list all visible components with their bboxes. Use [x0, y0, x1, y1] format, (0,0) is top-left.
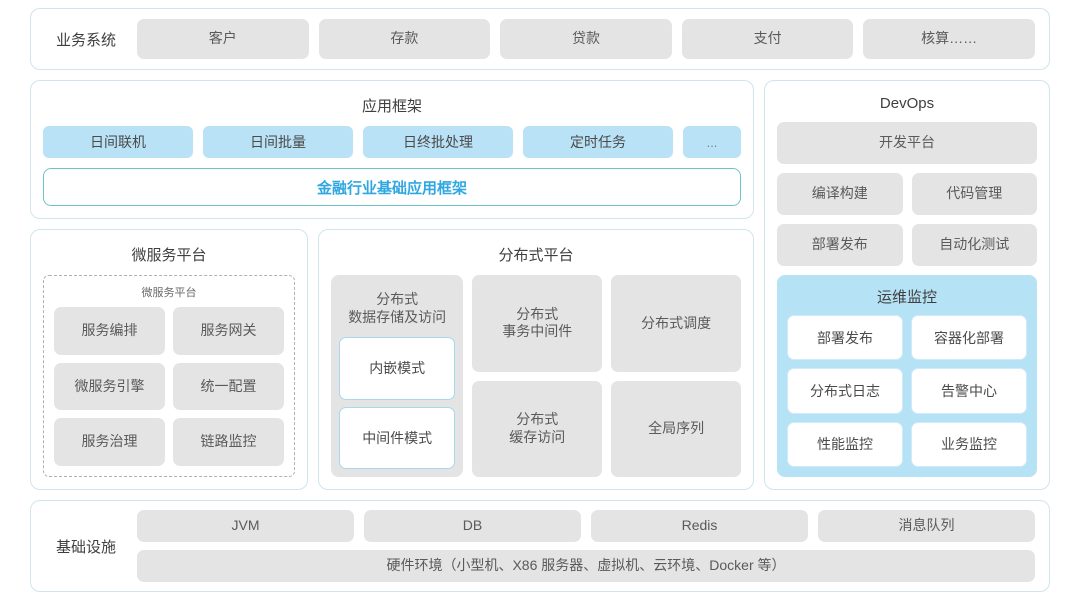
middle-section: 应用框架 日间联机 日间批量 日终批处理 定时任务 ... 金融行业基础应用框架…	[30, 80, 1050, 490]
devops-item[interactable]: 编译构建	[777, 173, 903, 215]
devops-item[interactable]: 自动化测试	[911, 224, 1037, 266]
business-systems-label: 业务系统	[55, 31, 116, 49]
devops-item[interactable]: 部署发布	[777, 224, 903, 266]
microservice-item[interactable]: 链路监控	[173, 418, 284, 466]
infrastructure-body: JVM DB Redis 消息队列 硬件环境（小型机、X86 服务器、虚拟机、云…	[137, 510, 1035, 582]
business-systems-section: 业务系统 客户 存款 贷款 支付 核算……	[30, 8, 1050, 70]
hardware-environment-bar[interactable]: 硬件环境（小型机、X86 服务器、虚拟机、云环境、Docker 等）	[137, 550, 1035, 582]
infrastructure-item[interactable]: JVM	[137, 510, 354, 542]
distributed-item-grid: 分布式 数据存储及访问 内嵌模式 中间件模式 分布式 事务中间件 分布式调度 分…	[331, 275, 741, 477]
devops-item[interactable]: 代码管理	[911, 173, 1037, 215]
app-framework-chip[interactable]: 定时任务	[523, 126, 673, 158]
ops-monitoring-item[interactable]: 业务监控	[911, 421, 1027, 467]
platform-column: 应用框架 日间联机 日间批量 日终批处理 定时任务 ... 金融行业基础应用框架…	[30, 80, 754, 490]
microservice-item[interactable]: 服务编排	[54, 307, 165, 355]
distributed-item[interactable]: 分布式 事务中间件	[472, 275, 603, 372]
financial-base-framework-bar[interactable]: 金融行业基础应用框架	[43, 168, 741, 206]
platforms-row: 微服务平台 微服务平台 服务编排 服务网关 微服务引擎 统一配置 服务治理 链路…	[30, 229, 754, 490]
business-system-chip[interactable]: 客户	[137, 19, 309, 59]
microservice-item[interactable]: 服务网关	[173, 307, 284, 355]
ops-monitoring-title: 运维监控	[876, 289, 937, 306]
microservice-inner-box: 微服务平台 服务编排 服务网关 微服务引擎 统一配置 服务治理 链路监控	[43, 275, 295, 477]
microservice-platform-panel: 微服务平台 微服务平台 服务编排 服务网关 微服务引擎 统一配置 服务治理 链路…	[30, 229, 308, 490]
app-framework-chip[interactable]: 日间批量	[203, 126, 353, 158]
distributed-storage-card[interactable]: 分布式 数据存储及访问 内嵌模式 中间件模式	[331, 275, 464, 477]
devops-item-row: 部署发布 自动化测试	[777, 224, 1037, 266]
microservice-inner-title: 微服务平台	[141, 287, 197, 299]
devops-panel: DevOps 开发平台 编译构建 代码管理 部署发布 自动化测试 运维监控	[764, 80, 1050, 490]
business-system-chip[interactable]: 存款	[318, 19, 491, 59]
ops-monitoring-item[interactable]: 告警中心	[911, 368, 1027, 414]
business-system-chip[interactable]: 核算……	[863, 19, 1035, 59]
microservice-item[interactable]: 服务治理	[54, 418, 165, 466]
devops-item-row: 编译构建 代码管理	[777, 173, 1037, 215]
application-framework-title: 应用框架	[361, 98, 422, 115]
ops-monitoring-item[interactable]: 分布式日志	[787, 368, 903, 414]
business-system-chip[interactable]: 支付	[681, 19, 854, 59]
microservice-item[interactable]: 统一配置	[173, 362, 284, 411]
infrastructure-chip-list: JVM DB Redis 消息队列	[137, 510, 1035, 542]
distributed-item[interactable]: 全局序列	[611, 380, 741, 477]
infrastructure-item[interactable]: 消息队列	[818, 510, 1035, 542]
distributed-storage-mode[interactable]: 内嵌模式	[339, 337, 456, 400]
application-framework-chip-list: 日间联机 日间批量 日终批处理 定时任务 ...	[43, 126, 741, 158]
distributed-platform-panel: 分布式平台 分布式 数据存储及访问 内嵌模式 中间件模式 分布式 事务中间件 分…	[318, 229, 754, 490]
distributed-platform-title: 分布式平台	[498, 247, 574, 264]
infrastructure-item[interactable]: DB	[364, 510, 581, 542]
ops-monitoring-item[interactable]: 性能监控	[787, 421, 903, 467]
distributed-storage-title: 分布式 数据存储及访问	[348, 291, 447, 325]
ops-monitoring-item[interactable]: 部署发布	[787, 315, 903, 361]
microservice-platform-title: 微服务平台	[131, 247, 207, 264]
infrastructure-item[interactable]: Redis	[591, 510, 808, 542]
business-systems-chip-list: 客户 存款 贷款 支付 核算……	[137, 19, 1035, 59]
ops-monitoring-item[interactable]: 容器化部署	[911, 315, 1027, 361]
ops-monitoring-panel: 运维监控 部署发布 容器化部署 分布式日志 告警中心 性能监控 业务监控	[777, 275, 1037, 477]
devops-title: DevOps	[879, 95, 935, 112]
distributed-item[interactable]: 分布式调度	[611, 275, 741, 372]
distributed-storage-mode[interactable]: 中间件模式	[339, 406, 456, 469]
app-framework-more-chip[interactable]: ...	[683, 126, 741, 158]
microservice-item[interactable]: 微服务引擎	[54, 362, 165, 411]
distributed-item[interactable]: 分布式 缓存访问	[472, 380, 603, 477]
infrastructure-label: 基础设施	[55, 538, 116, 556]
ops-monitoring-grid: 部署发布 容器化部署 分布式日志 告警中心 性能监控 业务监控	[787, 315, 1027, 467]
devops-column: DevOps 开发平台 编译构建 代码管理 部署发布 自动化测试 运维监控	[764, 80, 1050, 490]
application-framework-panel: 应用框架 日间联机 日间批量 日终批处理 定时任务 ... 金融行业基础应用框架	[30, 80, 754, 219]
devops-stack: 开发平台 编译构建 代码管理 部署发布 自动化测试 运维监控 部署发布 容器化部…	[777, 122, 1037, 477]
business-system-chip[interactable]: 贷款	[500, 19, 672, 59]
app-framework-chip[interactable]: 日间联机	[43, 126, 193, 158]
devops-dev-platform[interactable]: 开发平台	[777, 122, 1037, 164]
app-framework-chip[interactable]: 日终批处理	[363, 126, 513, 158]
microservice-item-grid: 服务编排 服务网关 微服务引擎 统一配置 服务治理 链路监控	[54, 307, 284, 466]
infrastructure-section: 基础设施 JVM DB Redis 消息队列 硬件环境（小型机、X86 服务器、…	[30, 500, 1050, 592]
